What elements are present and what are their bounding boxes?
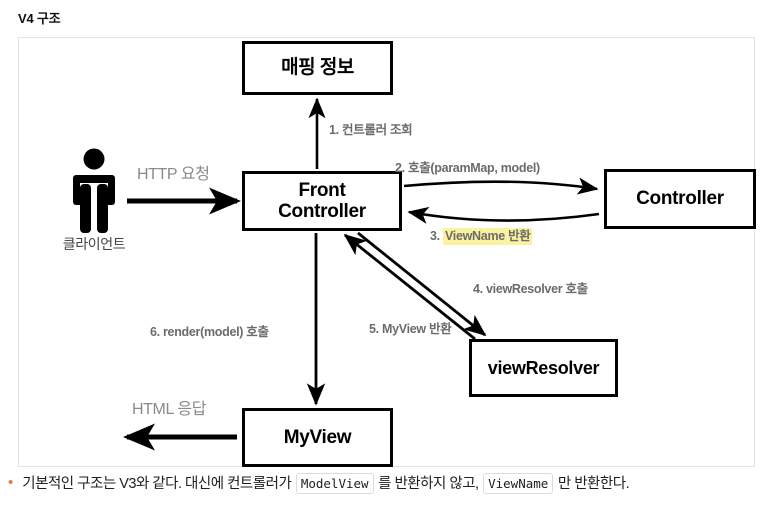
- person-icon: [73, 148, 115, 233]
- arrow-step3: [407, 206, 600, 224]
- label-step-1: 1. 컨트롤러 조회: [329, 123, 413, 137]
- node-mapping-info-label: 매핑 정보: [281, 57, 354, 79]
- front-controller-line-2: Controller: [278, 201, 366, 222]
- front-controller-line-1: Front: [298, 179, 346, 201]
- diagram-arrows: [122, 97, 600, 451]
- arrow-step2: [403, 177, 599, 195]
- caption-part-3: 만 반환한다.: [554, 476, 630, 492]
- node-myview-label: MyView: [283, 426, 352, 448]
- diagram-container: 클라이언트 매핑 정보 Front Controller Controller …: [18, 37, 756, 467]
- node-view-resolver: viewResolver: [469, 339, 618, 397]
- label-step-3-highlight: ViewName 반환: [443, 228, 533, 245]
- label-step-3: 3. ViewName 반환: [430, 225, 533, 245]
- arrow-step5: [343, 233, 476, 341]
- client-actor: 클라이언트: [59, 148, 129, 258]
- caption-part-2: 를 반환하지 않고,: [374, 476, 483, 492]
- caption-text: 기본적인 구조는 V3와 같다. 대신에 컨트롤러가 ModelView 를 반…: [22, 473, 630, 496]
- node-controller: Controller: [604, 169, 756, 229]
- label-html-response: HTML 응답: [132, 401, 207, 418]
- page-title: V4 구조: [18, 11, 61, 26]
- client-label: 클라이언트: [62, 236, 126, 252]
- bullet-icon: •: [8, 474, 14, 491]
- node-front-controller-label: Front Controller: [278, 180, 366, 223]
- node-front-controller: Front Controller: [242, 171, 402, 231]
- caption-row: • 기본적인 구조는 V3와 같다. 대신에 컨트롤러가 ModelView 를…: [0, 473, 766, 496]
- caption-part-1: 기본적인 구조는 V3와 같다. 대신에 컨트롤러가: [22, 476, 295, 492]
- label-step-5: 5. MyView 반환: [369, 322, 452, 336]
- label-http-request: HTTP 요청: [137, 166, 210, 183]
- label-step-2: 2. 호출(paramMap, model): [395, 161, 540, 175]
- label-step-4: 4. viewResolver 호출: [473, 282, 588, 296]
- label-step-6: 6. render(model) 호출: [150, 325, 269, 339]
- caption-code-modelview: ModelView: [295, 473, 374, 494]
- node-myview: MyView: [242, 408, 393, 467]
- node-view-resolver-label: viewResolver: [487, 357, 600, 378]
- node-controller-label: Controller: [636, 188, 724, 210]
- arrow-step4: [357, 231, 487, 337]
- label-step-3-prefix: 3.: [430, 229, 443, 243]
- caption-code-viewname: ViewName: [483, 473, 554, 494]
- node-mapping-info: 매핑 정보: [242, 41, 393, 95]
